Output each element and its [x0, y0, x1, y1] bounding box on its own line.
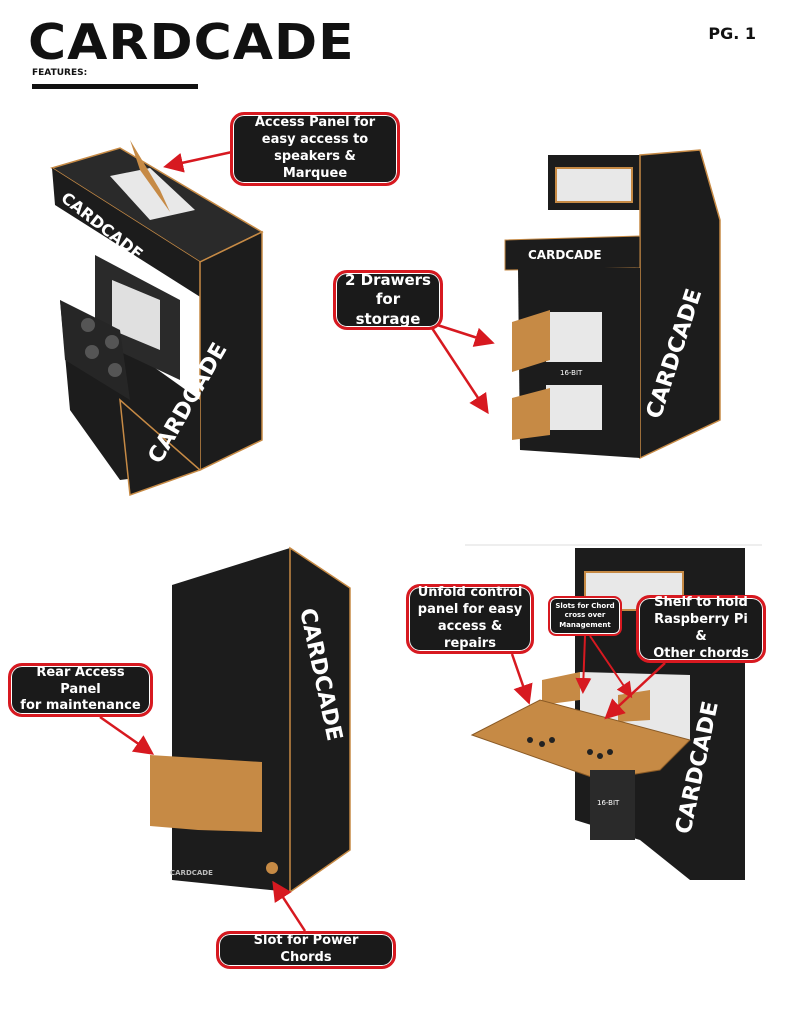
callout-access-panel-text: Access Panel for easy access to speakers… [254, 115, 376, 181]
callout-rear-access: Rear Access Panel for maintenance [8, 663, 153, 717]
door-label: 16-BIT [597, 799, 620, 807]
callout-arrows [99, 150, 666, 932]
callout-power-slot-text: Slot for Power Chords [253, 933, 359, 965]
features-underline [32, 84, 198, 89]
cabinet-drawers: CARDCADE 16-BIT CARDCADE [504, 149, 721, 460]
drawer-label: 16-BIT [560, 369, 583, 377]
callout-drawers-text: 2 Drawers for storage [345, 270, 431, 328]
cabinet-front-open-marquee: CARDCADE CARDCADE [50, 140, 264, 497]
marquee-logo: CARDCADE [528, 248, 602, 262]
cardcade-logo: CARDCADE [28, 14, 355, 72]
callout-drawers: 2 Drawers for storage [333, 270, 443, 330]
callout-rear-access-text: Rear Access Panel for maintenance [20, 664, 141, 714]
callout-unfold-panel: Unfold control panel for easy access & r… [406, 584, 534, 654]
callout-shelf: Shelf to hold Raspberry Pi & Other chord… [636, 595, 766, 663]
cabinet-rear: CARDCADE CARDCADE [150, 546, 351, 894]
callout-unfold-panel-text: Unfold control panel for easy access & r… [417, 585, 523, 651]
features-label: FEATURES: [32, 68, 88, 78]
callout-power-slot: Slot for Power Chords [216, 931, 396, 969]
callout-chord-slots-text: Slots for Chord cross over Management [555, 602, 615, 629]
callout-access-panel: Access Panel for easy access to speakers… [230, 112, 400, 186]
callout-shelf-text: Shelf to hold Raspberry Pi & Other chord… [653, 595, 749, 661]
page-number: PG. 1 [708, 24, 756, 43]
callout-chord-slots: Slots for Chord cross over Management [548, 596, 622, 636]
rear-logo: CARDCADE [170, 869, 213, 877]
